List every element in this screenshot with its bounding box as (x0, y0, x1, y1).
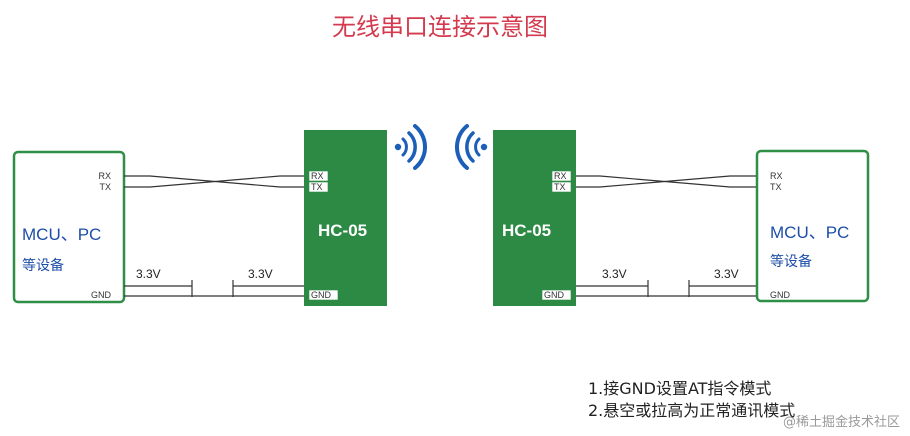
right-voltage-label-a: 3.3V (602, 267, 627, 281)
right-device: RX TX MCU、PC 等设备 GND (755, 149, 870, 303)
right-module-name: HC-05 (502, 221, 551, 240)
wifi-signal-left-icon (454, 124, 488, 170)
left-device: RX TX MCU、PC 等设备 GND (12, 150, 126, 304)
right-voltage-label-b: 3.3V (714, 267, 739, 281)
wifi-signal-right-icon (394, 124, 428, 170)
right-wire-tx-to-rx (576, 175, 757, 188)
right-module-gnd-label: GND (544, 290, 565, 300)
right-device-subname: 等设备 (770, 253, 812, 270)
left-power-rails (124, 280, 308, 297)
right-module-tx-pad (551, 181, 572, 193)
left-module-rx-pad (308, 170, 329, 182)
left-module-gnd-pad (308, 289, 339, 301)
left-module-tx-pad (308, 181, 329, 193)
left-module-tx-label: TX (311, 182, 323, 192)
left-device-name: MCU、PC (22, 225, 101, 244)
right-device-rx-label: RX (770, 171, 783, 181)
right-device-tx-label: TX (770, 182, 782, 192)
right-module-board (493, 130, 576, 306)
right-module-gnd-pad (541, 289, 572, 301)
diagram-title: 无线串口连接示意图 (332, 13, 548, 41)
left-voltage-label-a: 3.3V (136, 267, 161, 281)
left-module-board (304, 130, 387, 306)
left-voltage-label-b: 3.3V (248, 267, 273, 281)
right-power-rails (576, 280, 757, 297)
right-device-name: MCU、PC (770, 223, 849, 242)
left-wire-tx-to-rx (124, 175, 308, 188)
left-device-box (12, 150, 126, 304)
left-device-tx-label: TX (99, 182, 111, 192)
right-module-rx-label: RX (554, 171, 567, 181)
right-module-tx-label: TX (554, 182, 566, 192)
left-device-rx-label: RX (98, 171, 111, 181)
note-normal-mode: 2.悬空或拉高为正常通讯模式 (588, 401, 795, 420)
right-device-gnd-label: GND (770, 290, 791, 300)
left-crossed-wires (124, 175, 308, 188)
left-module-name: HC-05 (318, 221, 367, 240)
left-module-rx-label: RX (311, 171, 324, 181)
right-device-box (755, 149, 870, 303)
left-module-gnd-label: GND (311, 290, 332, 300)
left-module: RX TX GND HC-05 (304, 130, 387, 306)
right-crossed-wires (576, 175, 757, 188)
note-at-mode: 1.接GND设置AT指令模式 (588, 379, 771, 398)
left-device-subname: 等设备 (22, 257, 64, 274)
left-device-gnd-label: GND (91, 290, 112, 300)
right-module: RX TX GND HC-05 (493, 130, 576, 306)
right-module-rx-pad (551, 170, 572, 182)
watermark: @稀土掘金技术社区 (783, 414, 900, 430)
